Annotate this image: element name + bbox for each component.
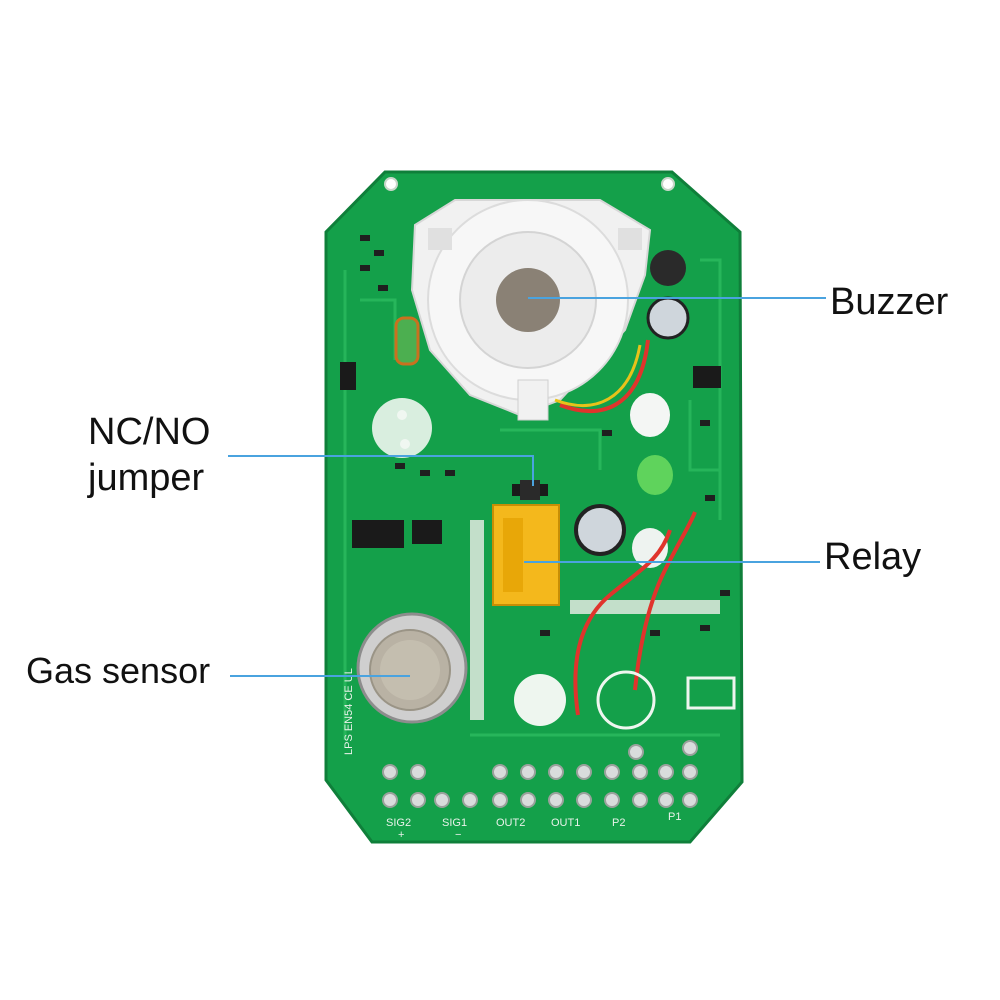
buzzer-wire xyxy=(554,344,642,407)
relay-component xyxy=(492,504,560,606)
relay-label-area xyxy=(503,518,523,592)
buzzer-component xyxy=(410,199,652,421)
component-footprint xyxy=(596,670,656,730)
board-marking: LPS EN54 CE UL xyxy=(343,668,355,755)
nc-no-jumper xyxy=(512,480,548,500)
silkscreen-bar xyxy=(570,600,720,614)
mounting-hole xyxy=(661,177,675,191)
jumper-leader-line xyxy=(228,455,534,486)
led-white xyxy=(632,528,668,568)
relay-wire xyxy=(573,529,672,716)
gas-sensor-component xyxy=(356,612,468,724)
polarity-plus: + xyxy=(398,829,404,841)
led-white xyxy=(630,393,670,437)
silkscreen-bar xyxy=(470,520,484,720)
ic-chip xyxy=(693,366,721,388)
relay-wire xyxy=(633,511,697,691)
terminal-label-sig2: SIG2 xyxy=(386,817,411,829)
terminal-label-out2: OUT2 xyxy=(496,817,525,829)
led-green xyxy=(637,455,673,495)
terminal-label-out1: OUT1 xyxy=(551,817,580,829)
ic-chip xyxy=(686,676,736,710)
pcb-traces xyxy=(343,258,722,740)
smd-components xyxy=(360,235,730,636)
polarity-minus: − xyxy=(455,829,461,841)
gas-sensor-callout-label: Gas sensor xyxy=(26,650,211,691)
terminal-pads xyxy=(382,740,698,808)
jumper-callout-label: jumper xyxy=(88,457,205,499)
terminal-label-sig1: SIG1 xyxy=(442,817,467,829)
nc-no-callout-label: NC/NO xyxy=(88,411,211,453)
electrolytic-capacitor xyxy=(650,250,686,286)
electrolytic-capacitor xyxy=(574,504,626,556)
silkscreen-circle xyxy=(372,398,432,458)
ic-chip xyxy=(412,520,442,544)
ic-chip xyxy=(352,520,404,548)
terminal-label-p1: P1 xyxy=(668,811,681,823)
relay-callout-label: Relay xyxy=(824,536,922,578)
inductor xyxy=(394,316,420,366)
ic-chip xyxy=(340,362,356,390)
mounting-hole xyxy=(384,177,398,191)
component-footprint xyxy=(514,674,566,726)
electrolytic-capacitor xyxy=(646,296,690,340)
buzzer-callout-label: Buzzer xyxy=(830,281,949,323)
buzzer-wire xyxy=(559,339,650,413)
terminal-label-p2: P2 xyxy=(612,817,625,829)
